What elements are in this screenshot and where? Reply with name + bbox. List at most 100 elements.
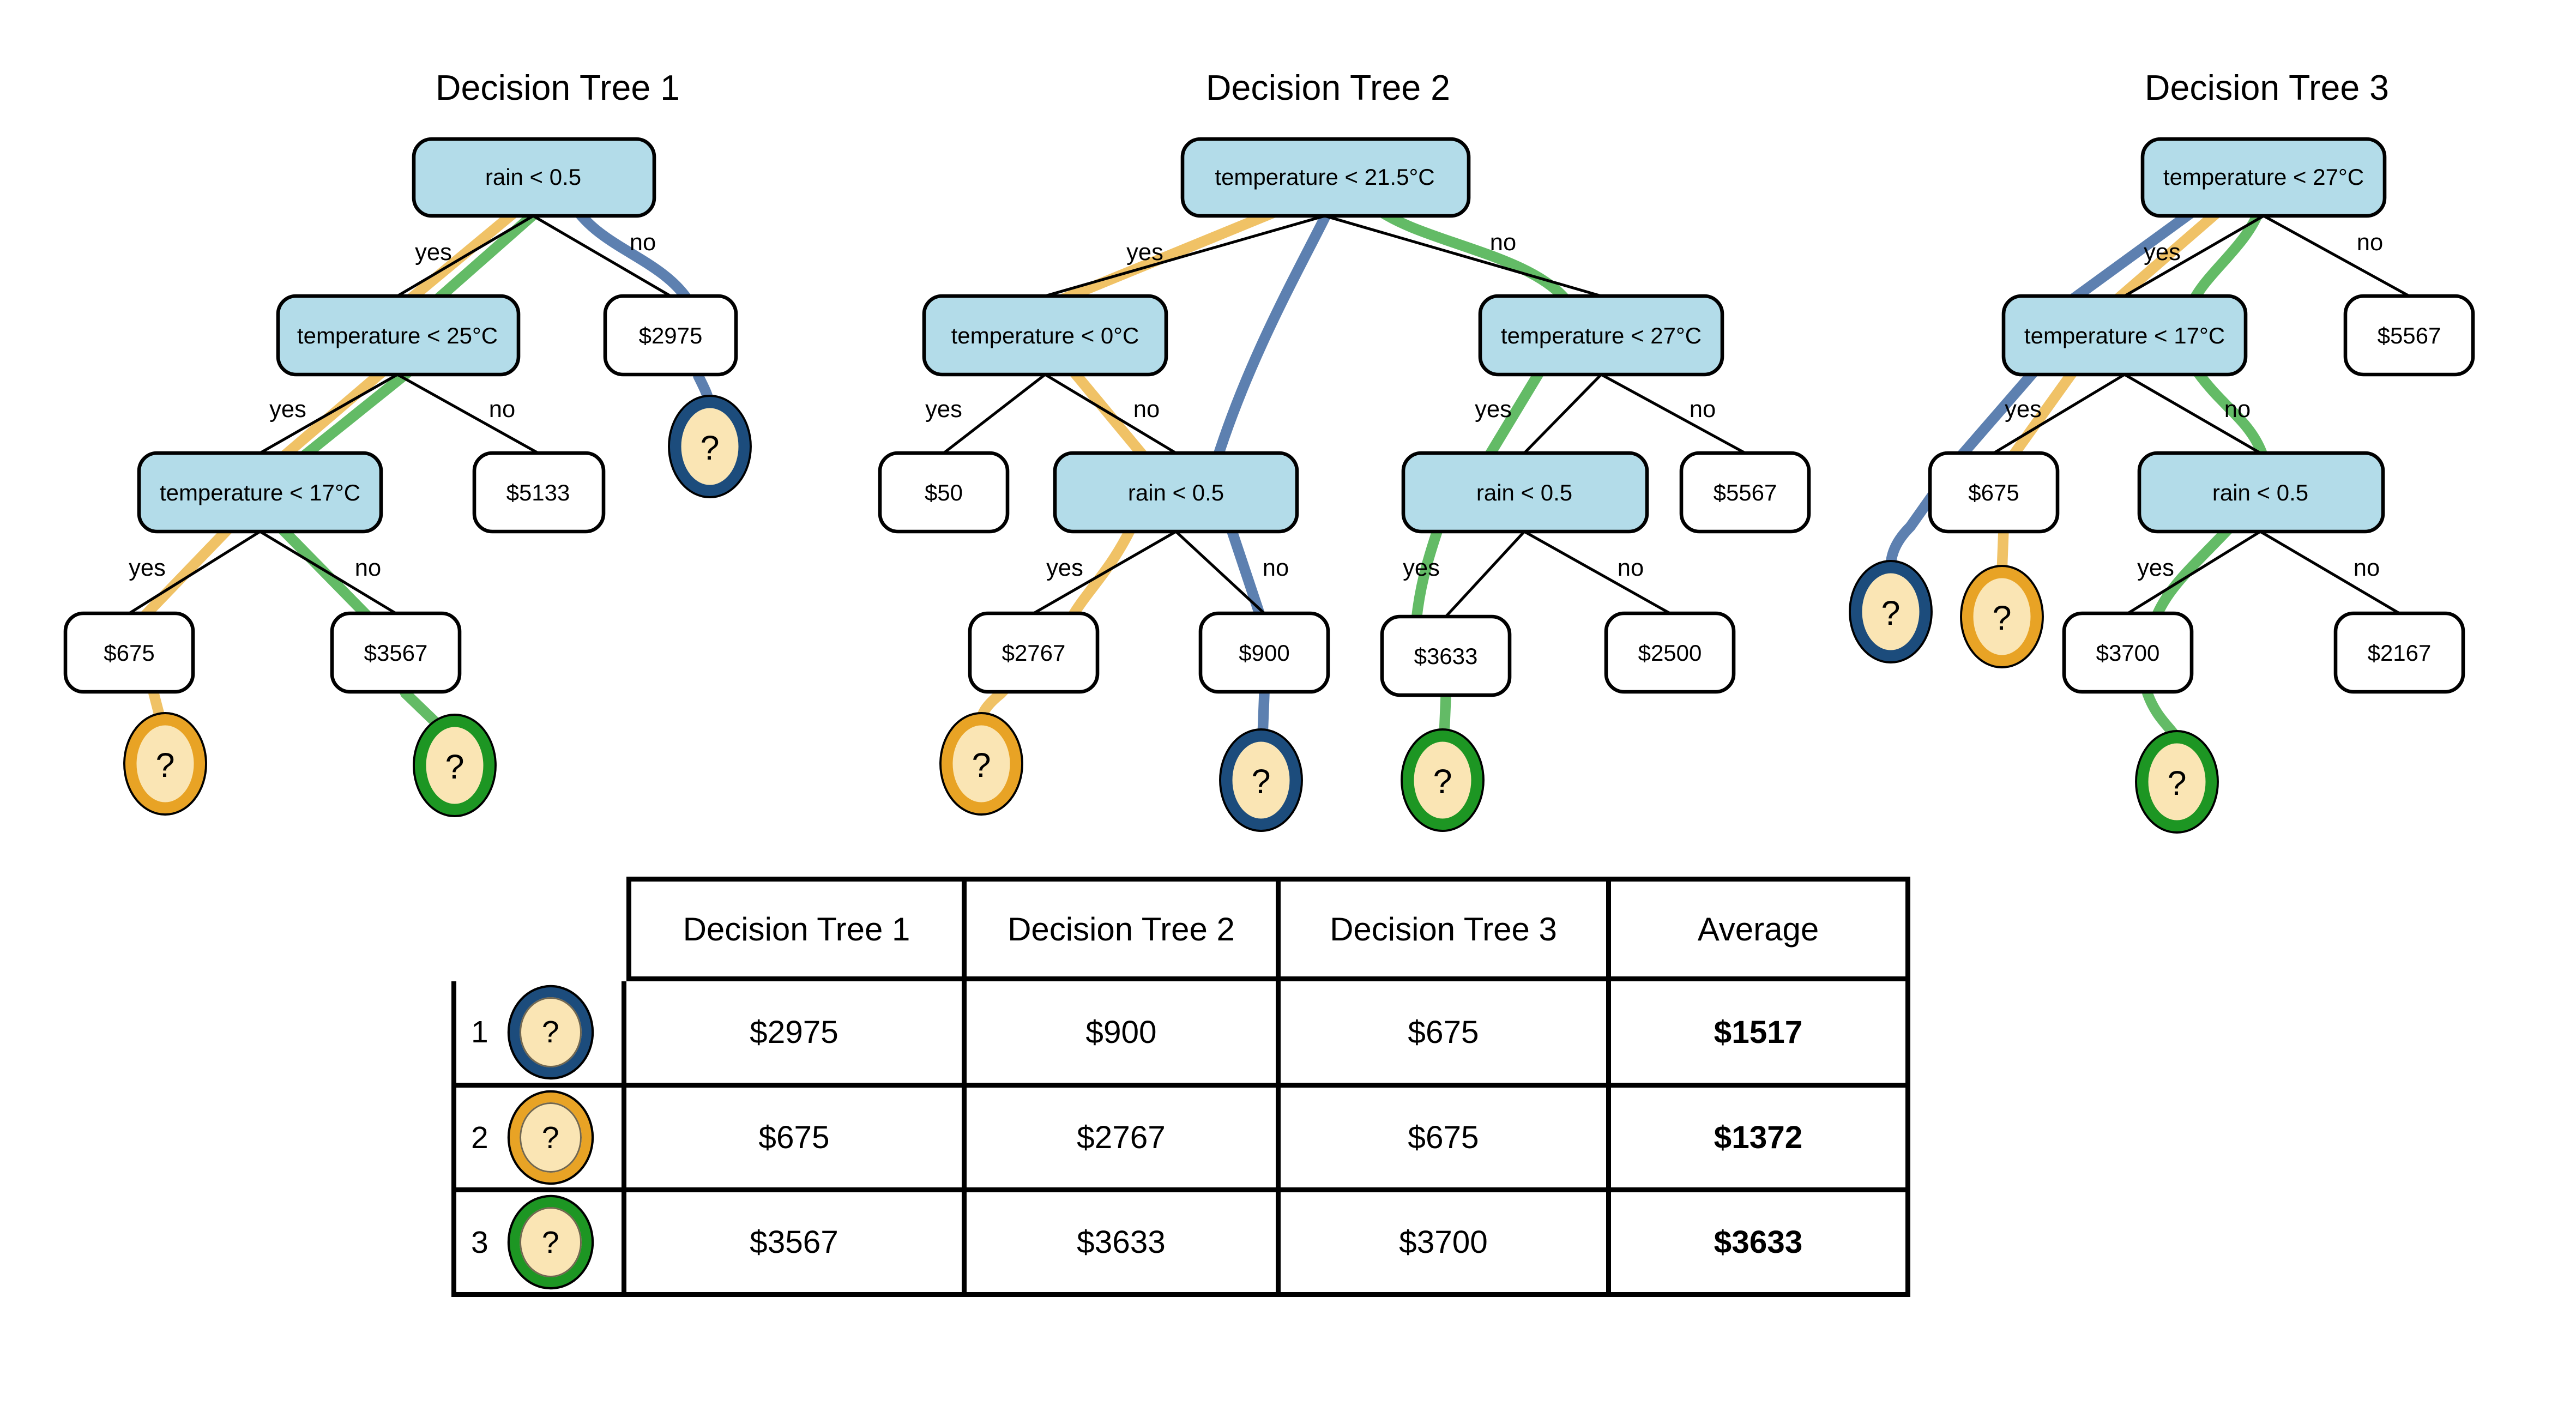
tree2-edge-r-yes xyxy=(1523,373,1602,454)
tree3-edge-rain-yes xyxy=(2127,530,2261,615)
tree2-label-no-2: no xyxy=(1133,396,1160,423)
tree2-circle-green-q: ? xyxy=(1433,763,1452,801)
tree2-circle-orange-outline xyxy=(939,712,1023,816)
tree2-leaf-900-label: $900 xyxy=(1239,640,1289,666)
tree2-node-root xyxy=(1180,137,1471,218)
tree3-node-temp17 xyxy=(2001,294,2248,377)
row2-average-value: $1372 xyxy=(1611,1088,1910,1192)
tree3-circle-blue-outline xyxy=(1849,560,1933,663)
tree2-node-root-label: temperature < 21.5°C xyxy=(1215,164,1434,190)
tree3-leaf-3700 xyxy=(2062,611,2194,694)
tree2-circle-green-outline xyxy=(1401,728,1485,832)
tree2-label-yes-3: yes xyxy=(1475,396,1512,423)
row1-tree2-value: $900 xyxy=(967,981,1281,1088)
tree2-label-yes-1: yes xyxy=(1126,239,1163,266)
tree3-circle-blue-q: ? xyxy=(1881,594,1900,632)
table-header-tree1: Decision Tree 1 xyxy=(626,877,967,981)
tree3-edge-root-no xyxy=(2263,214,2410,298)
row3-number: 3 xyxy=(471,1224,488,1260)
table-row2-label: 2 ? xyxy=(451,1088,626,1192)
tree2-node-temp0 xyxy=(922,294,1168,377)
tree2-edge-l-yes xyxy=(943,373,1046,455)
tree2-edge-lr-yes xyxy=(1033,530,1177,615)
tree2-label-no-1: no xyxy=(1490,230,1516,256)
tree2-orange-path xyxy=(976,202,1291,727)
tree3-label-no-2: no xyxy=(2224,396,2251,423)
tree3-circle-green-q: ? xyxy=(2167,764,2186,802)
tree1-circle-orange-q: ? xyxy=(155,746,174,785)
tree2-label-no-3: no xyxy=(1690,396,1716,423)
tree1-circle-green-q: ? xyxy=(445,748,464,786)
table-row3-label: 3 ? xyxy=(451,1192,626,1297)
tree3-circle-green-outline xyxy=(2135,730,2219,834)
row1-tree3-value: $675 xyxy=(1281,981,1611,1088)
tree2-edge-lr-no xyxy=(1175,530,1265,614)
tree2-edge-root-yes xyxy=(1045,214,1325,298)
tree2-node-temp27-label: temperature < 27°C xyxy=(1501,323,1702,348)
tree1-node-temp17-label: temperature < 17°C xyxy=(160,480,360,505)
row1-average-value: $1517 xyxy=(1611,981,1910,1088)
tree1-edge-l-no xyxy=(396,373,539,455)
tree2-node-rain-left-label: rain < 0.5 xyxy=(1128,480,1224,505)
tree2-leaf-50 xyxy=(878,451,1010,534)
tree1-circle-blue xyxy=(669,396,750,497)
tree1-leaf-3567-label: $3567 xyxy=(364,640,428,666)
tree1-label-yes-3: yes xyxy=(129,555,166,581)
tree2-leaf-2500-label: $2500 xyxy=(1638,640,1702,666)
tree1-node-temp25 xyxy=(276,294,521,377)
tree2-leaf-5567-label: $5567 xyxy=(1714,480,1777,505)
tree2-edge-root-no xyxy=(1324,214,1602,298)
tree1-label-yes-2: yes xyxy=(269,396,306,423)
tree1-leaf-5133-label: $5133 xyxy=(506,480,570,505)
tree3-leaf-2167 xyxy=(2333,611,2465,694)
tree3-leaf-3700-label: $3700 xyxy=(2096,640,2160,666)
tree3-node-root xyxy=(2140,137,2387,218)
tree3-label-yes-3: yes xyxy=(2137,555,2174,581)
tree3-edge-l-yes xyxy=(1993,373,2126,455)
tree2-edges xyxy=(943,214,1746,618)
tree1-label-yes-1: yes xyxy=(415,239,452,266)
tree2-circle-blue-q: ? xyxy=(1251,763,1270,801)
tree1-circle-blue-outline xyxy=(668,395,752,498)
tree3-node-root-label: temperature < 27°C xyxy=(2163,164,2364,190)
tree1-circle-green xyxy=(414,715,495,816)
tree3-circle-orange xyxy=(1962,566,2042,667)
tree1-edge-l-yes xyxy=(259,373,399,455)
table-row1-label: 1 ? xyxy=(451,981,626,1088)
tree2-leaf-50-label: $50 xyxy=(925,480,963,505)
tree2-leaf-3633 xyxy=(1380,614,1512,697)
tree3-node-rain xyxy=(2137,451,2385,534)
tree2-leaf-3633-label: $3633 xyxy=(1414,643,1478,669)
tree3-leaf-2167-label: $2167 xyxy=(2368,640,2432,666)
decision-trees-diagram: Decision Tree 1 rain < 0.5 temperature <… xyxy=(63,68,2475,834)
row3-tree1-value: $3567 xyxy=(626,1192,967,1297)
tree1-label-no-3: no xyxy=(355,555,381,581)
tree1-leaf-2975 xyxy=(603,294,738,377)
decision-tree-3: Decision Tree 3 temperature < 27°C tempe… xyxy=(1928,68,2475,694)
prediction-circles: ? ? ? ? ? ? ? ? ? xyxy=(123,395,2219,834)
tree3-circle-green xyxy=(2137,732,2217,832)
tree1-edge-root-no xyxy=(532,214,672,298)
tree3-orange-path xyxy=(1996,202,2228,578)
tree2-leaf-2767-label: $2767 xyxy=(1002,640,1066,666)
tree1-edge-ll-no xyxy=(259,530,397,615)
tree1-leaf-675 xyxy=(63,611,195,694)
tree1-circle-green-outline xyxy=(413,714,497,817)
decision-tree-2: Decision Tree 2 temperature < 21.5°C tem… xyxy=(878,68,1811,697)
tree3-leaf-675-label: $675 xyxy=(1968,480,2019,505)
row2-tree3-value: $675 xyxy=(1281,1088,1611,1192)
table-header-tree2: Decision Tree 2 xyxy=(967,877,1281,981)
tree3-leaf-675 xyxy=(1928,451,2060,534)
tree2-edge-r-no xyxy=(1600,373,1746,455)
tree2-edge-rl-yes xyxy=(1445,530,1525,618)
row3-average-value: $3633 xyxy=(1611,1192,1910,1297)
table-corner-blank xyxy=(451,877,626,981)
tree3-label-yes-1: yes xyxy=(2144,239,2181,266)
tree3-label-no-3: no xyxy=(2354,555,2380,581)
row3-tree2-value: $3633 xyxy=(967,1192,1281,1297)
tree3-leaf-5567 xyxy=(2343,294,2475,377)
row3-question-circle: ? xyxy=(509,1197,592,1287)
tree2-circle-blue-outline xyxy=(1219,728,1303,832)
table-header-tree3: Decision Tree 3 xyxy=(1281,877,1611,981)
tree1-leaf-2975-label: $2975 xyxy=(639,323,703,348)
